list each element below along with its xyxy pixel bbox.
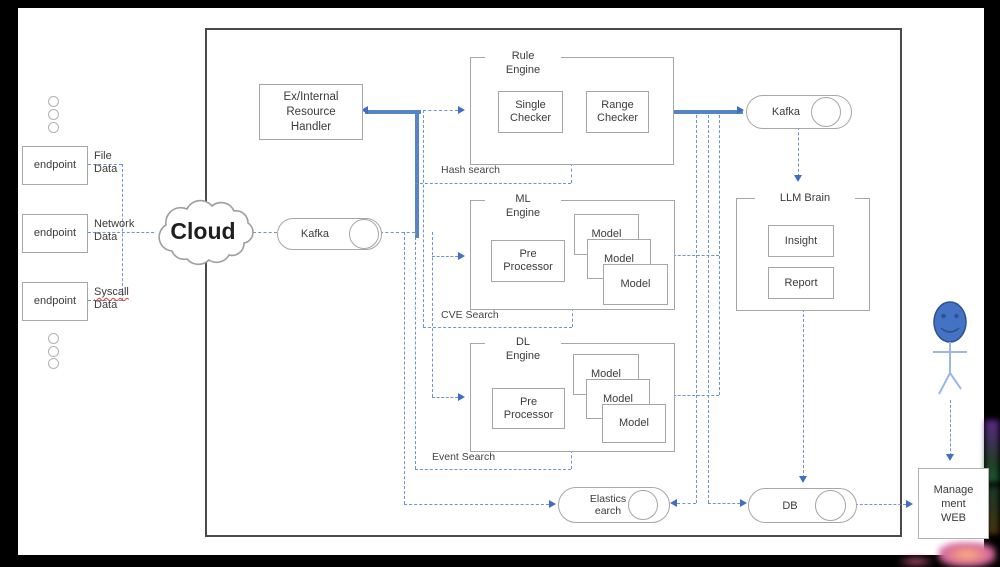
cve-search-label: CVE Search: [441, 309, 499, 321]
management-web-box: Manage ment WEB: [918, 468, 989, 539]
arrowhead: [740, 499, 747, 507]
arrowhead: [794, 175, 802, 182]
ellipsis-dot: [48, 333, 59, 344]
kafka-ingest-queue: Kafka: [277, 218, 382, 250]
syscall-word: Syscall: [94, 286, 129, 298]
connector: [253, 232, 277, 233]
connector: [423, 110, 458, 111]
connector: [365, 110, 421, 114]
connector: [88, 232, 154, 233]
hash-search-label: Hash search: [441, 164, 500, 176]
ellipsis-dot: [48, 346, 59, 357]
connector: [432, 256, 458, 257]
llm-brain-title: LLM Brain: [755, 191, 855, 205]
connector: [432, 232, 433, 397]
cloud-label: Cloud: [170, 218, 236, 244]
store-disc: [815, 490, 846, 521]
connector: [404, 232, 405, 504]
ellipsis-dot: [48, 358, 59, 369]
photo-fragment: [898, 556, 934, 567]
arrowhead: [737, 106, 744, 114]
ellipsis-dot: [48, 122, 59, 133]
connector: [855, 504, 906, 505]
range-checker-box: Range Checker: [586, 91, 649, 133]
elasticsearch-store: Elastics earch: [558, 487, 670, 523]
connector: [88, 300, 122, 301]
photo-fragment: [987, 486, 999, 534]
queue-disc: [349, 219, 379, 249]
connector: [572, 308, 573, 327]
arrowhead: [458, 252, 465, 260]
insight-box: Insight: [768, 225, 834, 257]
dl-model-box: Model: [602, 404, 666, 443]
connector: [415, 469, 571, 470]
report-box: Report: [768, 267, 834, 299]
network-data-label: Network Data: [94, 218, 135, 243]
connector: [673, 395, 719, 396]
photo-fragment: [938, 542, 996, 567]
arrowhead: [458, 393, 465, 401]
connector: [423, 327, 572, 328]
pipeline-container: [205, 28, 902, 537]
db-store: DB: [748, 488, 857, 523]
arrowhead: [361, 106, 368, 114]
dl-engine-title: DL Engine: [485, 335, 561, 363]
kafka-results-label: Kafka: [771, 106, 801, 118]
rule-engine-title: Rule Engine: [485, 49, 561, 77]
cloud-shape: [158, 199, 254, 266]
ml-preprocessor-box: Pre Processor: [491, 240, 565, 282]
connector: [380, 232, 415, 233]
arrowhead: [458, 106, 465, 114]
connector: [415, 110, 419, 238]
endpoint-label: endpoint: [33, 227, 77, 239]
ellipsis-dot: [48, 109, 59, 120]
endpoint-box-3: endpoint: [22, 282, 88, 321]
db-label: DB: [782, 499, 798, 512]
arrowhead: [549, 500, 556, 508]
ml-engine-title: ML Engine: [485, 192, 561, 220]
endpoint-label: endpoint: [33, 295, 77, 307]
single-checker-box: Single Checker: [498, 91, 563, 133]
resource-handler-box: Ex/Internal Resource Handler: [259, 84, 363, 140]
arrowhead: [906, 500, 913, 508]
connector: [672, 110, 743, 114]
elasticsearch-label: Elastics earch: [589, 493, 627, 517]
dl-preprocessor-box: Pre Processor: [492, 388, 565, 429]
connector: [415, 232, 416, 469]
ml-model-box: Model: [603, 264, 668, 305]
endpoint-box-1: endpoint: [22, 146, 88, 185]
connector: [673, 255, 719, 256]
kafka-ingest-label: Kafka: [300, 228, 330, 240]
ellipsis-dot: [48, 96, 59, 107]
connector: [415, 183, 571, 184]
connector: [708, 503, 740, 504]
syscall-data-label: Syscall Data: [94, 286, 129, 312]
queue-disc: [811, 97, 841, 127]
connector: [950, 400, 951, 456]
connector: [423, 110, 424, 327]
event-search-label: Event Search: [432, 451, 496, 463]
connector: [677, 503, 696, 504]
connector: [719, 110, 720, 395]
data-word: Data: [94, 299, 118, 311]
connector: [696, 110, 697, 503]
file-data-label: File Data: [94, 150, 118, 175]
endpoint-label: endpoint: [33, 159, 77, 171]
arrowhead: [946, 454, 954, 461]
connector: [404, 504, 549, 505]
connector: [571, 450, 572, 469]
endpoint-box-2: endpoint: [22, 214, 88, 253]
arrowhead: [670, 499, 677, 507]
connector: [803, 309, 804, 478]
store-disc: [628, 490, 658, 520]
arrowhead: [799, 476, 807, 483]
user-figure: [933, 301, 967, 395]
connector: [798, 127, 799, 177]
photo-fragment: [985, 420, 999, 482]
connector: [432, 397, 458, 398]
connector: [571, 163, 572, 183]
connector: [88, 164, 122, 165]
kafka-results-queue: Kafka: [746, 95, 852, 129]
connector: [708, 110, 709, 503]
